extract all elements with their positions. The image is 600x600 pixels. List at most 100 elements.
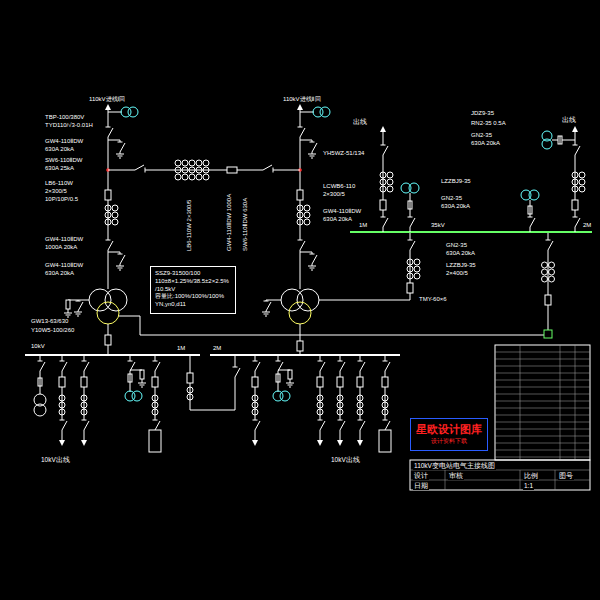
wire (276, 361, 281, 362)
breaker-symbol (357, 377, 363, 387)
line-arrow (81, 440, 87, 446)
spec-label: SW6-110ⅡDW 630A (242, 197, 250, 252)
wire (255, 355, 256, 440)
ct-symbol (382, 409, 388, 415)
ct-symbol (152, 409, 158, 415)
wire (108, 170, 300, 171)
wire (383, 146, 388, 155)
wire (108, 241, 113, 250)
transformer-symbol (297, 289, 319, 311)
wire (84, 362, 89, 371)
spec-label: GW4-110ⅡDW (44, 262, 84, 270)
spec-label: TMY-60×6 (418, 296, 448, 304)
wire (310, 254, 315, 255)
breaker-symbol (337, 377, 343, 387)
wire (311, 158, 313, 159)
ct-symbol (572, 179, 578, 185)
wire (119, 270, 121, 271)
ct-symbol (317, 402, 323, 408)
ct-symbol (414, 259, 420, 265)
ct-symbol (542, 269, 548, 275)
wire (120, 143, 125, 152)
ct-symbol (542, 276, 548, 282)
spec-label: GW4-110ⅡDW (44, 138, 84, 146)
ct-symbol (81, 409, 87, 415)
wire (118, 156, 123, 157)
spec-label: 1M (176, 345, 186, 353)
spec-label: Y10W5-100/260 (30, 327, 75, 335)
wire (77, 316, 79, 317)
wire (495, 394, 590, 395)
transformer-symbol (105, 289, 127, 311)
arrester-symbol (66, 300, 70, 309)
arrester-symbol (288, 370, 292, 379)
spec-label: 出线 (561, 116, 577, 124)
wire (340, 421, 345, 430)
spec-label: 630A 25kA (44, 165, 75, 173)
wire (155, 421, 160, 430)
ct-symbol (203, 174, 209, 180)
wire (360, 355, 361, 440)
ct-symbol (387, 172, 393, 178)
ct-symbol (59, 395, 65, 401)
wire (358, 361, 363, 362)
fuse-symbol (408, 201, 412, 209)
ct-symbol (579, 186, 585, 192)
spec-label: RN2-35 0.5A (470, 120, 507, 128)
wire (64, 313, 72, 314)
wire (560, 345, 561, 460)
spec-label: 110kV变电站电气主接线图 (413, 462, 496, 470)
ct-symbol (297, 205, 303, 211)
wire (264, 301, 269, 302)
ct-symbol (182, 174, 188, 180)
spec-text: YN,yn0,d11 (155, 301, 231, 309)
wire (575, 218, 580, 227)
fuse-symbol (528, 206, 532, 214)
spec-label: 630A 20kA (44, 146, 75, 154)
wire (266, 302, 271, 311)
breaker-symbol (572, 200, 578, 210)
wire (235, 368, 240, 377)
wire (495, 443, 590, 444)
fuse-symbol (276, 374, 280, 382)
wiring (25, 104, 592, 490)
spec-label: TYD110/√3-0.01H (44, 122, 94, 130)
ct-symbol (252, 395, 258, 401)
ct-symbol (579, 172, 585, 178)
pt-symbol (280, 391, 290, 401)
pt-symbol (409, 183, 419, 193)
spec-text: /10.5kV (155, 286, 231, 294)
wire (495, 422, 590, 423)
line-arrow (357, 440, 363, 446)
spec-label: LB6-110W 2×300/5 (186, 199, 194, 252)
wire (300, 128, 305, 137)
breaker-symbol (105, 335, 111, 345)
wire (495, 408, 590, 409)
line-arrow (572, 126, 578, 132)
wire (445, 470, 446, 490)
ct-symbol (187, 394, 193, 400)
ct-symbol (382, 402, 388, 408)
wire (155, 362, 160, 371)
ct-symbol (414, 266, 420, 272)
line-arrow (105, 104, 111, 110)
wire (253, 361, 258, 362)
ct-symbol (549, 262, 555, 268)
ct-symbol (175, 167, 181, 173)
wire (320, 355, 321, 440)
wire (555, 470, 556, 490)
wire (76, 301, 81, 302)
wire (410, 218, 415, 227)
wire (528, 217, 533, 218)
ct-symbol (182, 167, 188, 173)
breaker-symbol (382, 377, 388, 387)
spec-label: GW4-110ⅡDW (322, 208, 362, 216)
pt-symbol (132, 391, 142, 401)
ct-symbol (380, 186, 386, 192)
ct-symbol (414, 273, 420, 279)
ct-symbol (304, 205, 310, 211)
wire (548, 232, 549, 335)
spec-label: 2×300/5 (44, 188, 68, 196)
ct-symbol (407, 266, 413, 272)
wire (120, 255, 125, 264)
